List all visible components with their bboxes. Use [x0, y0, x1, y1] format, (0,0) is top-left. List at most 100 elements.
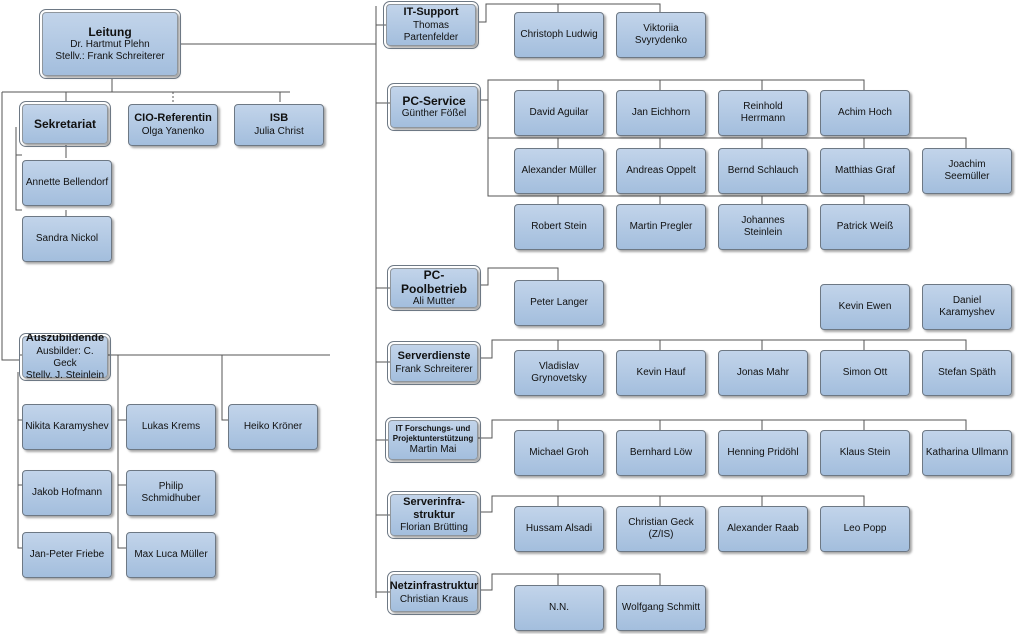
- person-box: Viktoriia Svyrydenko: [616, 12, 706, 58]
- person-box: David Aguilar: [514, 90, 604, 136]
- person-name: Bernd Schlauch: [727, 165, 799, 176]
- person-box: Hussam Alsadi: [514, 506, 604, 552]
- person-box: Michael Groh: [514, 430, 604, 476]
- pc-pool-box: PC-Poolbetrieb Ali Mutter: [387, 265, 481, 311]
- person-box: Achim Hoch: [820, 90, 910, 136]
- person-box: Sandra Nickol: [22, 216, 112, 262]
- connector: [17, 372, 22, 549]
- person-box: Christian Geck (Z/IS): [616, 506, 706, 552]
- leitung-deputy: Stellv.: Frank Schreiterer: [55, 51, 165, 63]
- person-name: Jan-Peter Friebe: [29, 549, 105, 560]
- person-name: Lukas Krems: [141, 421, 201, 432]
- person-box: Simon Ott: [820, 350, 910, 396]
- person-box: Peter Langer: [514, 280, 604, 326]
- person-box: Robert Stein: [514, 204, 604, 250]
- person-name: Patrick Weiß: [836, 221, 894, 232]
- forschung-box: IT Forschungs- und Projektunterstützung …: [385, 417, 481, 463]
- leitung-title: Leitung: [88, 24, 132, 39]
- isb-box: ISB Julia Christ: [234, 104, 324, 146]
- person-name: Katharina Ullmann: [925, 447, 1009, 458]
- serverdienste-head: Frank Schreiterer: [395, 363, 473, 375]
- person-name: Alexander Raab: [727, 523, 799, 534]
- person-name: David Aguilar: [529, 107, 589, 118]
- person-name: Leo Popp: [843, 523, 887, 534]
- person-box: Johannes Steinlein: [718, 204, 808, 250]
- person-name: Reinhold Herrmann: [740, 101, 786, 124]
- person-box: Jakob Hofmann: [22, 470, 112, 516]
- pc-service-box: PC-Service Günther Fößel: [387, 83, 481, 131]
- person-box: Alexander Müller: [514, 148, 604, 194]
- connector: [478, 419, 967, 439]
- isb-name: Julia Christ: [254, 125, 304, 137]
- person-name: Martin Pregler: [629, 221, 693, 232]
- person-name: Peter Langer: [530, 297, 588, 308]
- azubi-deputy: Stellv. J. Steinlein: [25, 369, 105, 381]
- it-support-head-line1: Thomas: [412, 19, 450, 31]
- person-name: Robert Stein: [531, 221, 587, 232]
- person-box: Joachim Seemüller: [922, 148, 1012, 194]
- cio-box: CIO-Referentin Olga Yanenko: [128, 104, 218, 146]
- person-box: Alexander Raab: [718, 506, 808, 552]
- leitung-box: Leitung Dr. Hartmut Plehn Stellv.: Frank…: [39, 9, 181, 79]
- pc-pool-head: Ali Mutter: [412, 296, 456, 308]
- person-name: Andreas Oppelt: [626, 165, 696, 176]
- person-name: Alexander Müller: [521, 165, 597, 176]
- person-name: Daniel Karamyshev: [939, 295, 995, 318]
- person-name: Sandra Nickol: [35, 233, 99, 244]
- azubi-title: Auszubildende: [25, 332, 105, 345]
- sekretariat-title: Sekretariat: [33, 116, 97, 131]
- serverinfrastruktur-head: Florian Brütting: [400, 522, 468, 534]
- serverinfrastruktur-title-line2: struktur: [413, 509, 455, 521]
- person-box: Christoph Ludwig: [514, 12, 604, 58]
- person-name: Henning Pridöhl: [727, 447, 799, 458]
- person-name: Philip Schmidhuber: [141, 481, 201, 504]
- person-name: N.N.: [549, 602, 569, 613]
- forschung-title-line1: IT Forschungs- und: [395, 424, 471, 434]
- person-name: Kevin Hauf: [636, 367, 686, 378]
- person-box: Kevin Ewen: [820, 284, 910, 330]
- person-box: Philip Schmidhuber: [126, 470, 216, 516]
- person-name: Jonas Mahr: [736, 367, 790, 378]
- connector: [117, 355, 126, 549]
- person-box: Jonas Mahr: [718, 350, 808, 396]
- connector: [221, 355, 228, 421]
- sekretariat-box: Sekretariat: [19, 101, 111, 147]
- person-box: Patrick Weiß: [820, 204, 910, 250]
- person-box: Wolfgang Schmitt: [616, 585, 706, 631]
- person-name: Achim Hoch: [838, 107, 892, 118]
- person-name: Johannes Steinlein: [741, 215, 785, 238]
- person-name: Heiko Kröner: [243, 421, 303, 432]
- serverdienste-box: Serverdienste Frank Schreiterer: [387, 341, 481, 385]
- person-box: Heiko Kröner: [228, 404, 318, 450]
- leitung-head: Dr. Hartmut Plehn: [70, 39, 150, 51]
- person-name: Wolfgang Schmitt: [621, 602, 701, 613]
- connector: [480, 573, 661, 591]
- person-box: Katharina Ullmann: [922, 430, 1012, 476]
- person-name: Viktoriia Svyrydenko: [634, 23, 688, 46]
- person-name: Bernhard Löw: [629, 447, 693, 458]
- person-box: Max Luca Müller: [126, 532, 216, 578]
- person-name: Annette Bellendorf: [25, 177, 109, 188]
- connector: [480, 339, 967, 359]
- person-name: Christian Geck: [628, 517, 694, 528]
- person-note: (Z/IS): [648, 529, 674, 540]
- person-box: Bernhard Löw: [616, 430, 706, 476]
- person-name: Vladislav Grynovetsky: [531, 361, 587, 384]
- netzinfrastruktur-head: Christian Kraus: [399, 593, 469, 605]
- person-name: Nikita Karamyshev: [25, 421, 109, 432]
- serverinfrastruktur-box: Serverinfra- struktur Florian Brütting: [387, 491, 481, 539]
- person-box: Andreas Oppelt: [616, 148, 706, 194]
- person-box: Klaus Stein: [820, 430, 910, 476]
- person-name: Joachim Seemüller: [944, 159, 990, 182]
- person-name: Max Luca Müller: [134, 549, 208, 560]
- person-box: N.N.: [514, 585, 604, 631]
- person-box: Stefan Späth: [922, 350, 1012, 396]
- serverinfrastruktur-title-line1: Serverinfra-: [403, 495, 465, 508]
- it-support-head-line2: Partenfelder: [403, 31, 459, 43]
- person-name: Matthias Graf: [834, 165, 896, 176]
- netzinfrastruktur-title: Netzinfrastruktur: [389, 580, 479, 593]
- connector: [480, 267, 559, 286]
- person-box: Henning Pridöhl: [718, 430, 808, 476]
- pc-service-title: PC-Service: [402, 93, 466, 108]
- azubi-trainer: Ausbilder: C. Geck: [36, 345, 94, 369]
